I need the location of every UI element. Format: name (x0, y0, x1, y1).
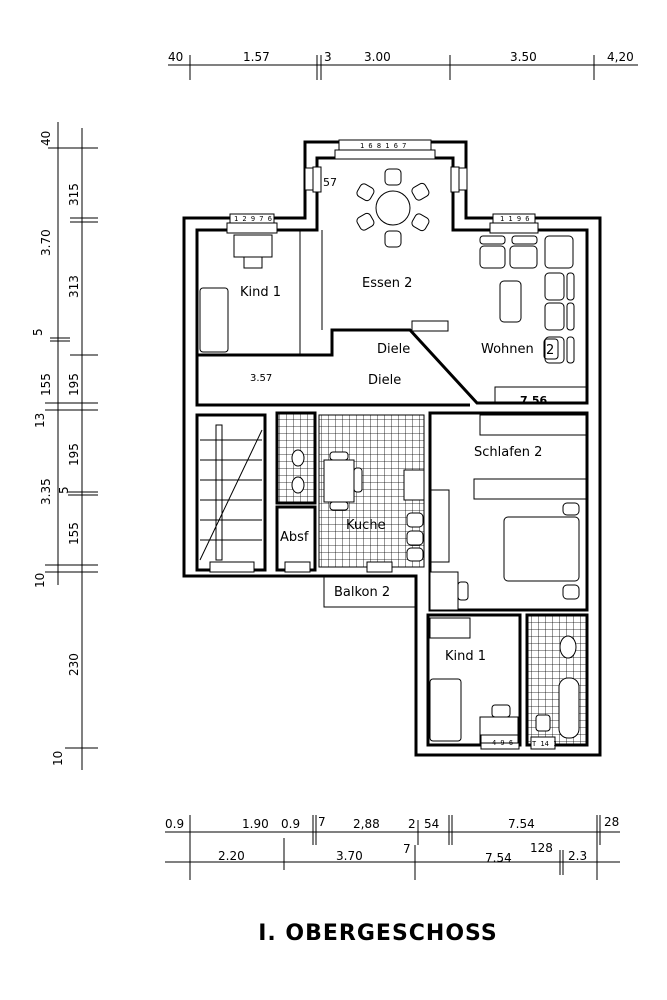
left-dimension-chain: 40 3.70 5 155 13 3.35 10 10 315 313 195 … (31, 122, 98, 770)
dim-top-4: 3.50 (510, 50, 537, 64)
room-wohnen-number: 2 (546, 343, 554, 358)
dim-left-7: 10 (51, 751, 65, 766)
dim-left-1: 3.70 (39, 229, 53, 256)
dim-bottom2-0: 2.20 (218, 849, 245, 863)
dim-inner-3: 195 (67, 443, 81, 466)
bay-side-label: 57 (323, 176, 337, 189)
window-label-kind: 1 2 9 7 6 (234, 215, 272, 223)
dim-bottom2-3: 7.54 (485, 851, 512, 865)
room-labels: Kind 1 Essen 2 Wohnen 2 Diele Diele Schl… (240, 176, 559, 664)
dim-inner-4: 5 (57, 486, 71, 494)
room-diele-upper: Diele (377, 342, 410, 357)
window-label-bay: 1 6 8 1 6 7 (360, 142, 406, 150)
room-balkon: Balkon 2 (334, 585, 390, 600)
top-dimension-chain: 40 1.57 3 3.00 3.50 4,20 (168, 50, 638, 80)
window-label-bath: T 14 1 (532, 740, 557, 748)
dim-top-3: 3.00 (364, 50, 391, 64)
dim-inner-2: 195 (67, 373, 81, 396)
windows: 1 6 8 1 6 7 1 2 9 7 6 1 1 9 6 4 9 6 T 14… (209, 139, 557, 750)
dim-left-5: 3.35 (39, 478, 53, 505)
wohnen-width-label: 7.56 (520, 394, 547, 407)
dim-top-0: 40 (168, 50, 183, 64)
dim-bottom2-4: 128 (530, 841, 553, 855)
dim-bottom1-7: 7.54 (508, 817, 535, 831)
dim-bottom2-1: 3.70 (336, 849, 363, 863)
dim-left-6: 10 (33, 573, 47, 588)
dim-bottom1-1: 1.90 (242, 817, 269, 831)
dim-bottom1-3: 7 (318, 815, 326, 829)
dim-inner-0: 315 (67, 183, 81, 206)
room-schlafen: Schlafen 2 (474, 445, 542, 460)
diele-width-label: 3.57 (250, 373, 272, 384)
dim-top-1: 1.57 (243, 50, 270, 64)
dim-top-5: 4,20 (607, 50, 634, 64)
dim-inner-1: 313 (67, 275, 81, 298)
dim-inner-5: 155 (67, 522, 81, 545)
room-diele: Diele (368, 373, 401, 388)
walls (182, 140, 602, 757)
dim-top-2: 3 (324, 50, 332, 64)
floor-title: I. OBERGESCHOSS (258, 921, 498, 946)
room-kind1-top: Kind 1 (240, 285, 281, 300)
dim-left-0: 40 (39, 131, 53, 146)
dim-bottom2-5: 2.3 (568, 849, 587, 863)
dim-bottom2-2: 7 (403, 842, 411, 856)
window-label-wohnen: 1 1 9 6 (500, 215, 530, 223)
dim-bottom1-5: 2 (408, 817, 416, 831)
dim-left-3: 155 (39, 373, 53, 396)
dim-bottom1-0: 0.9 (165, 817, 184, 831)
room-essen: Essen 2 (362, 276, 412, 291)
furniture (199, 168, 588, 744)
bottom-dimension-chain: 0.9 1.90 0.9 7 2,88 2 54 7.54 28 2.20 3.… (165, 815, 620, 880)
dim-bottom1-4: 2,88 (353, 817, 380, 831)
room-wohnen: Wohnen (481, 342, 534, 357)
dim-bottom1-6: 54 (424, 817, 439, 831)
dim-inner-6: 230 (67, 653, 81, 676)
room-absf: Absf (280, 530, 309, 545)
dim-left-4: 13 (33, 413, 47, 428)
dim-left-2: 5 (31, 328, 45, 336)
dim-bottom1-8: 28 (604, 815, 619, 829)
dim-bottom1-2: 0.9 (281, 817, 300, 831)
room-kind1-bottom: Kind 1 (445, 649, 486, 664)
room-kueche: Kuche (346, 518, 386, 533)
